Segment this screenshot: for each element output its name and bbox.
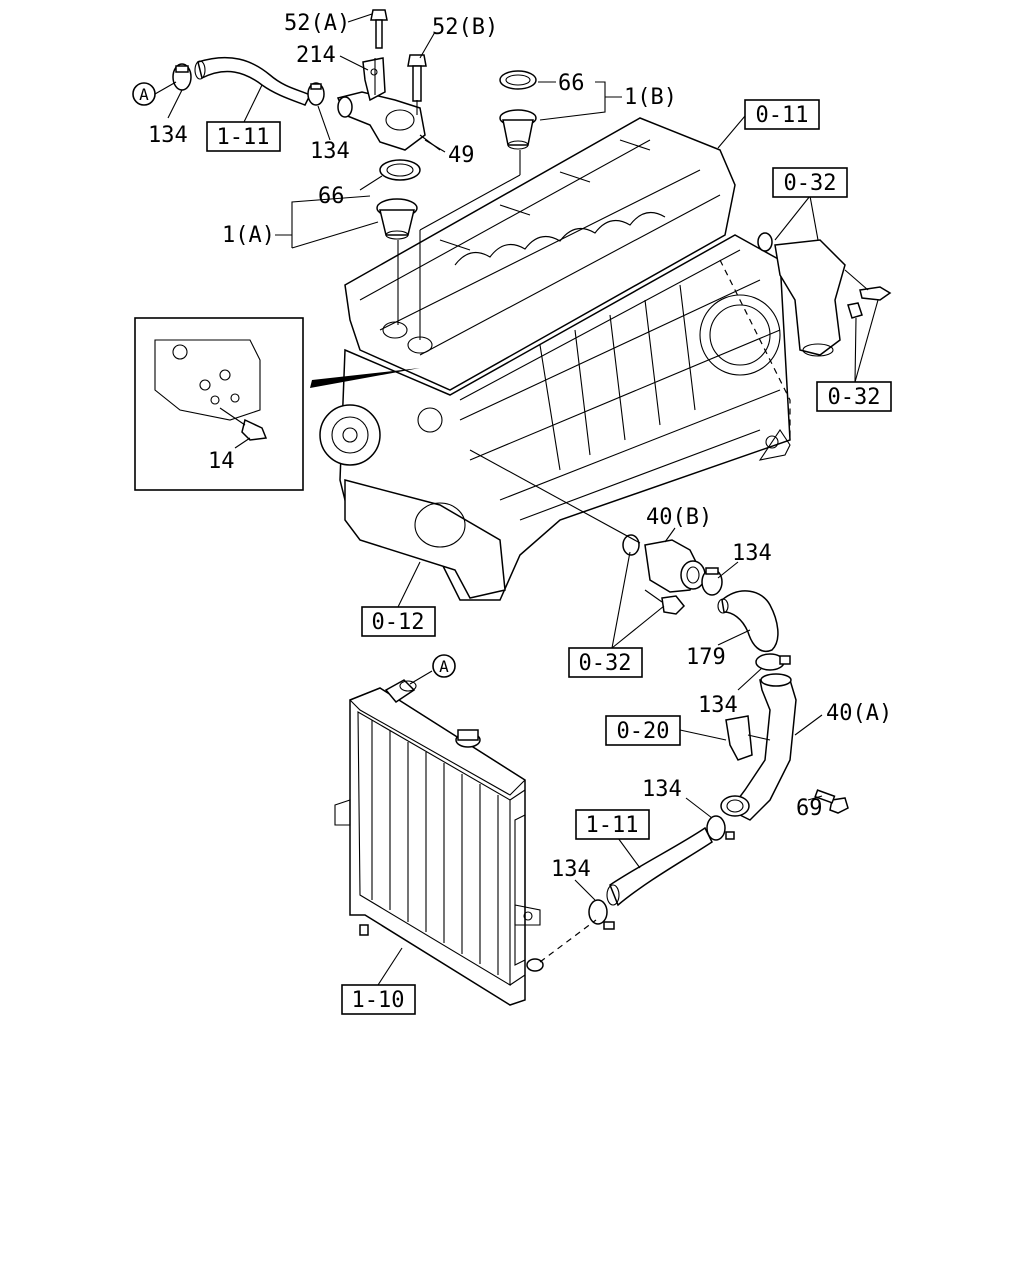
label-52b: 52(B) [432, 15, 498, 40]
label-66-mid: 66 [318, 184, 345, 209]
reference-a-radiator-marker: A [432, 654, 456, 678]
hose-clamp-40a-top [755, 653, 791, 671]
reference-boxes [206, 99, 892, 1015]
bolt-40b [661, 595, 686, 615]
label-179: 179 [686, 645, 726, 670]
label-52a: 52(A) [284, 11, 350, 36]
gasket-66-mid [379, 159, 421, 181]
label-69: 69 [796, 796, 823, 821]
label-134-top-left: 134 [148, 123, 188, 148]
water-pipe-right [757, 232, 892, 357]
label-1a: 1(A) [222, 223, 275, 248]
detail-inset [134, 317, 420, 491]
bolt-52b [407, 54, 427, 102]
label-14: 14 [208, 449, 235, 474]
ref-0-32-bottom: 0-32 [579, 651, 632, 676]
hose-clamp-bottom [588, 899, 615, 930]
label-49: 49 [448, 143, 475, 168]
ref-0-11: 0-11 [756, 103, 809, 128]
water-pipe-40a [720, 673, 797, 821]
bolt-69 [814, 789, 849, 814]
thermostat-1a [376, 198, 418, 240]
bracket-214 [362, 57, 386, 102]
callout-labels: 52(A) 52(B) 214 66 1(B) 134 134 49 66 1(… [148, 11, 892, 882]
reference-labels: 1-11 0-11 0-32 0-32 0-12 0-32 0-20 1-11 … [217, 103, 881, 1013]
label-134-bottom: 134 [551, 857, 591, 882]
hose-179 [721, 590, 779, 652]
ref-0-32-right: 0-32 [828, 385, 881, 410]
ref-1-10: 1-10 [352, 988, 405, 1013]
bolt-52a [370, 9, 388, 49]
gasket-66-top [499, 70, 537, 90]
ref-1-11-bottom: 1-11 [586, 813, 639, 838]
water-inlet-40b [644, 539, 706, 593]
hose-clamp-40b [701, 567, 723, 596]
ref-0-12: 0-12 [372, 610, 425, 635]
label-66-top: 66 [558, 71, 585, 96]
upper-hose [197, 56, 312, 106]
hose-clamp-mid [307, 82, 325, 106]
label-134-mid: 134 [732, 541, 772, 566]
reference-a-top-marker: A [132, 82, 156, 106]
lower-hose [609, 826, 713, 907]
thermostat-1b [499, 109, 537, 150]
ref-0-32-top: 0-32 [784, 171, 837, 196]
ref-0-20: 0-20 [617, 719, 670, 744]
label-40a: 40(A) [826, 701, 892, 726]
reference-a-top-letter: A [139, 85, 149, 104]
label-40b: 40(B) [646, 505, 712, 530]
reference-a-radiator-letter: A [439, 657, 449, 676]
label-214: 214 [296, 43, 336, 68]
hose-clamp-left [172, 63, 192, 91]
label-1b: 1(B) [624, 85, 677, 110]
bracket-0-20 [725, 715, 753, 761]
radiator [334, 679, 544, 1006]
label-134-lower: 134 [698, 693, 738, 718]
water-outlet-housing [336, 91, 441, 151]
ref-1-11-top: 1-11 [217, 125, 270, 150]
label-134-bottom-right: 134 [642, 777, 682, 802]
hose-clamp-lower-right [706, 815, 735, 841]
engine-block [319, 117, 791, 601]
leader-lines [154, 13, 879, 986]
label-134-top-mid: 134 [310, 139, 350, 164]
